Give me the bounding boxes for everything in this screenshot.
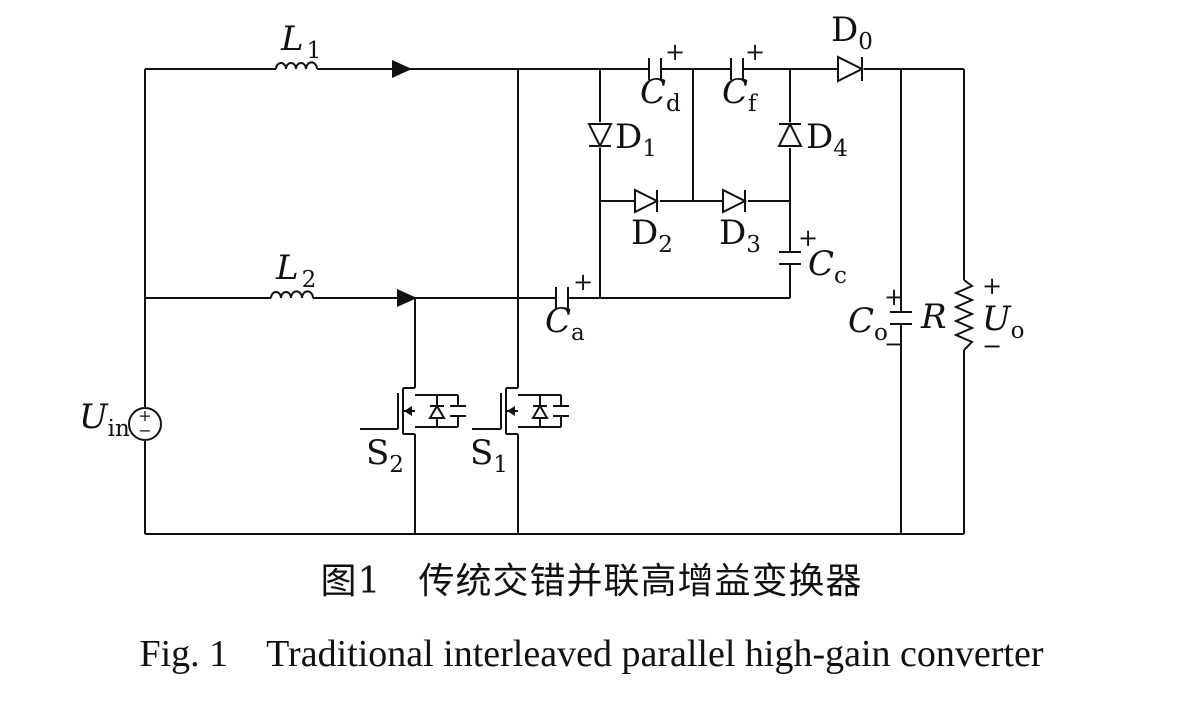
label-Cf: Cf <box>722 72 758 117</box>
label-Ca: Ca <box>545 301 585 346</box>
mosfet-S1 <box>472 387 569 435</box>
svg-text:+: + <box>884 283 904 311</box>
diode-D3 <box>722 188 748 214</box>
svg-text:+: + <box>665 38 685 66</box>
figure-caption-chinese: 图1 传统交错并联高增益变换器 <box>320 561 863 602</box>
wires <box>144 68 965 535</box>
label-Cd: Cd <box>640 72 681 117</box>
diode-D1 <box>587 123 613 149</box>
capacitor-Cd <box>648 58 662 80</box>
capacitor-Co <box>890 311 912 325</box>
svg-text:−: − <box>982 332 1002 360</box>
label-R: R <box>920 297 947 337</box>
label-D1: D1 <box>615 117 657 162</box>
mosfet-S2 <box>360 387 466 435</box>
voltage-source-Uin: + − <box>128 406 162 441</box>
svg-text:+: + <box>745 38 765 66</box>
svg-text:−: − <box>138 421 151 440</box>
figure-caption-english: Fig. 1 Traditional interleaved parallel … <box>139 633 1044 675</box>
label-D2: D2 <box>631 213 673 258</box>
svg-text:+: + <box>573 268 593 296</box>
polarity-marks: + + + + + − + − <box>573 38 1002 360</box>
label-Co: Co <box>848 301 888 346</box>
label-D3: D3 <box>719 213 761 258</box>
capacitor-Cf <box>730 58 744 80</box>
diode-D2 <box>634 188 660 214</box>
label-S2: S2 <box>366 433 404 478</box>
label-S1: S1 <box>470 433 508 478</box>
label-Uo: Uo <box>982 299 1025 344</box>
capacitor-Cc <box>779 251 801 265</box>
diode-D4 <box>777 121 803 147</box>
arrow-L2-icon <box>397 289 417 307</box>
diode-D0 <box>837 55 865 83</box>
label-D4: D4 <box>806 117 848 162</box>
inductor-L2 <box>270 290 314 299</box>
capacitor-Ca <box>555 287 569 309</box>
svg-text:+: + <box>798 224 818 252</box>
arrow-L1-icon <box>392 60 412 78</box>
label-D0: D0 <box>831 10 873 55</box>
label-Uin: Uin <box>79 397 130 442</box>
inductor-L1 <box>275 61 318 70</box>
svg-text:−: − <box>884 330 904 358</box>
label-Cc: Cc <box>808 244 847 289</box>
resistor-R <box>953 279 975 351</box>
svg-text:+: + <box>982 272 1002 300</box>
svg-text:+: + <box>138 406 151 425</box>
